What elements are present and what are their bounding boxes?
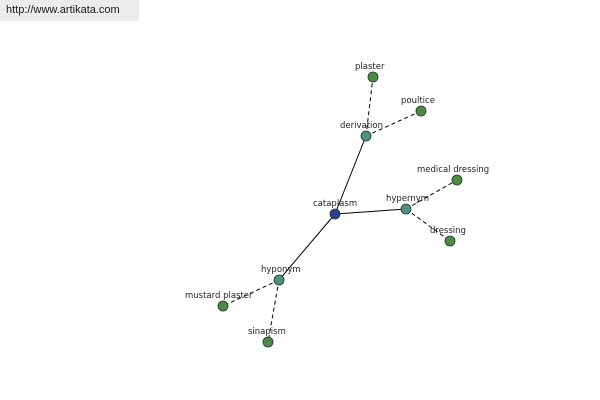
node-poultice-dot[interactable] (415, 105, 427, 117)
node-medical-dressing[interactable]: medical dressing (417, 165, 489, 186)
node-derivation-label[interactable]: derivation (340, 121, 383, 131)
node-sinapism[interactable]: sinapism (248, 327, 286, 348)
node-cataplasm-dot[interactable] (329, 208, 341, 220)
node-plaster-dot[interactable] (367, 71, 379, 83)
node-hyponym-label[interactable]: hyponym (261, 265, 301, 275)
node-hypernym-dot[interactable] (400, 203, 412, 215)
node-dressing-dot[interactable] (444, 235, 456, 247)
node-dressing-label[interactable]: dressing (430, 226, 466, 236)
node-cataplasm[interactable]: cataplasm (313, 199, 357, 220)
edge-hyponym-to-sinapism (267, 279, 280, 343)
node-plaster-label[interactable]: plaster (355, 62, 385, 72)
node-derivation-dot[interactable] (360, 130, 372, 142)
node-hyponym[interactable]: hyponym (261, 265, 301, 286)
edge-hyponym-to-mustard-plaster (222, 279, 280, 307)
edge-derivation-to-plaster (365, 76, 374, 137)
edge-hypernym-to-medical-dressing (405, 179, 458, 210)
node-poultice-label[interactable]: poultice (401, 96, 435, 106)
edge-derivation-to-poultice (365, 110, 422, 137)
node-mustard-plaster-dot[interactable] (217, 300, 229, 312)
edge-cataplasm-to-hyponym (278, 213, 336, 281)
graph-edges (222, 76, 458, 343)
node-hypernym-label[interactable]: hypernym (386, 194, 429, 204)
edge-hypernym-to-dressing (405, 208, 451, 242)
node-sinapism-dot[interactable] (262, 336, 274, 348)
node-medical-dressing-label[interactable]: medical dressing (417, 165, 489, 175)
node-mustard-plaster-label[interactable]: mustard plaster (185, 291, 253, 301)
node-cataplasm-label[interactable]: cataplasm (313, 199, 357, 209)
node-derivation[interactable]: derivation (340, 121, 383, 142)
node-mustard-plaster[interactable]: mustard plaster (185, 291, 253, 312)
site-url-banner[interactable]: http://www.artikata.com (0, 0, 139, 21)
edge-cataplasm-to-hypernym (334, 208, 407, 215)
node-dressing[interactable]: dressing (430, 226, 466, 247)
node-hyponym-dot[interactable] (273, 274, 285, 286)
edge-cataplasm-to-derivation (334, 135, 367, 215)
node-hypernym[interactable]: hypernym (386, 194, 429, 215)
node-sinapism-label[interactable]: sinapism (248, 327, 286, 337)
node-poultice[interactable]: poultice (401, 96, 435, 117)
graph-nodes: cataplasm derivation hypernym hyponym plaste… (185, 62, 489, 348)
node-medical-dressing-dot[interactable] (451, 174, 463, 186)
node-plaster[interactable]: plaster (355, 62, 385, 83)
